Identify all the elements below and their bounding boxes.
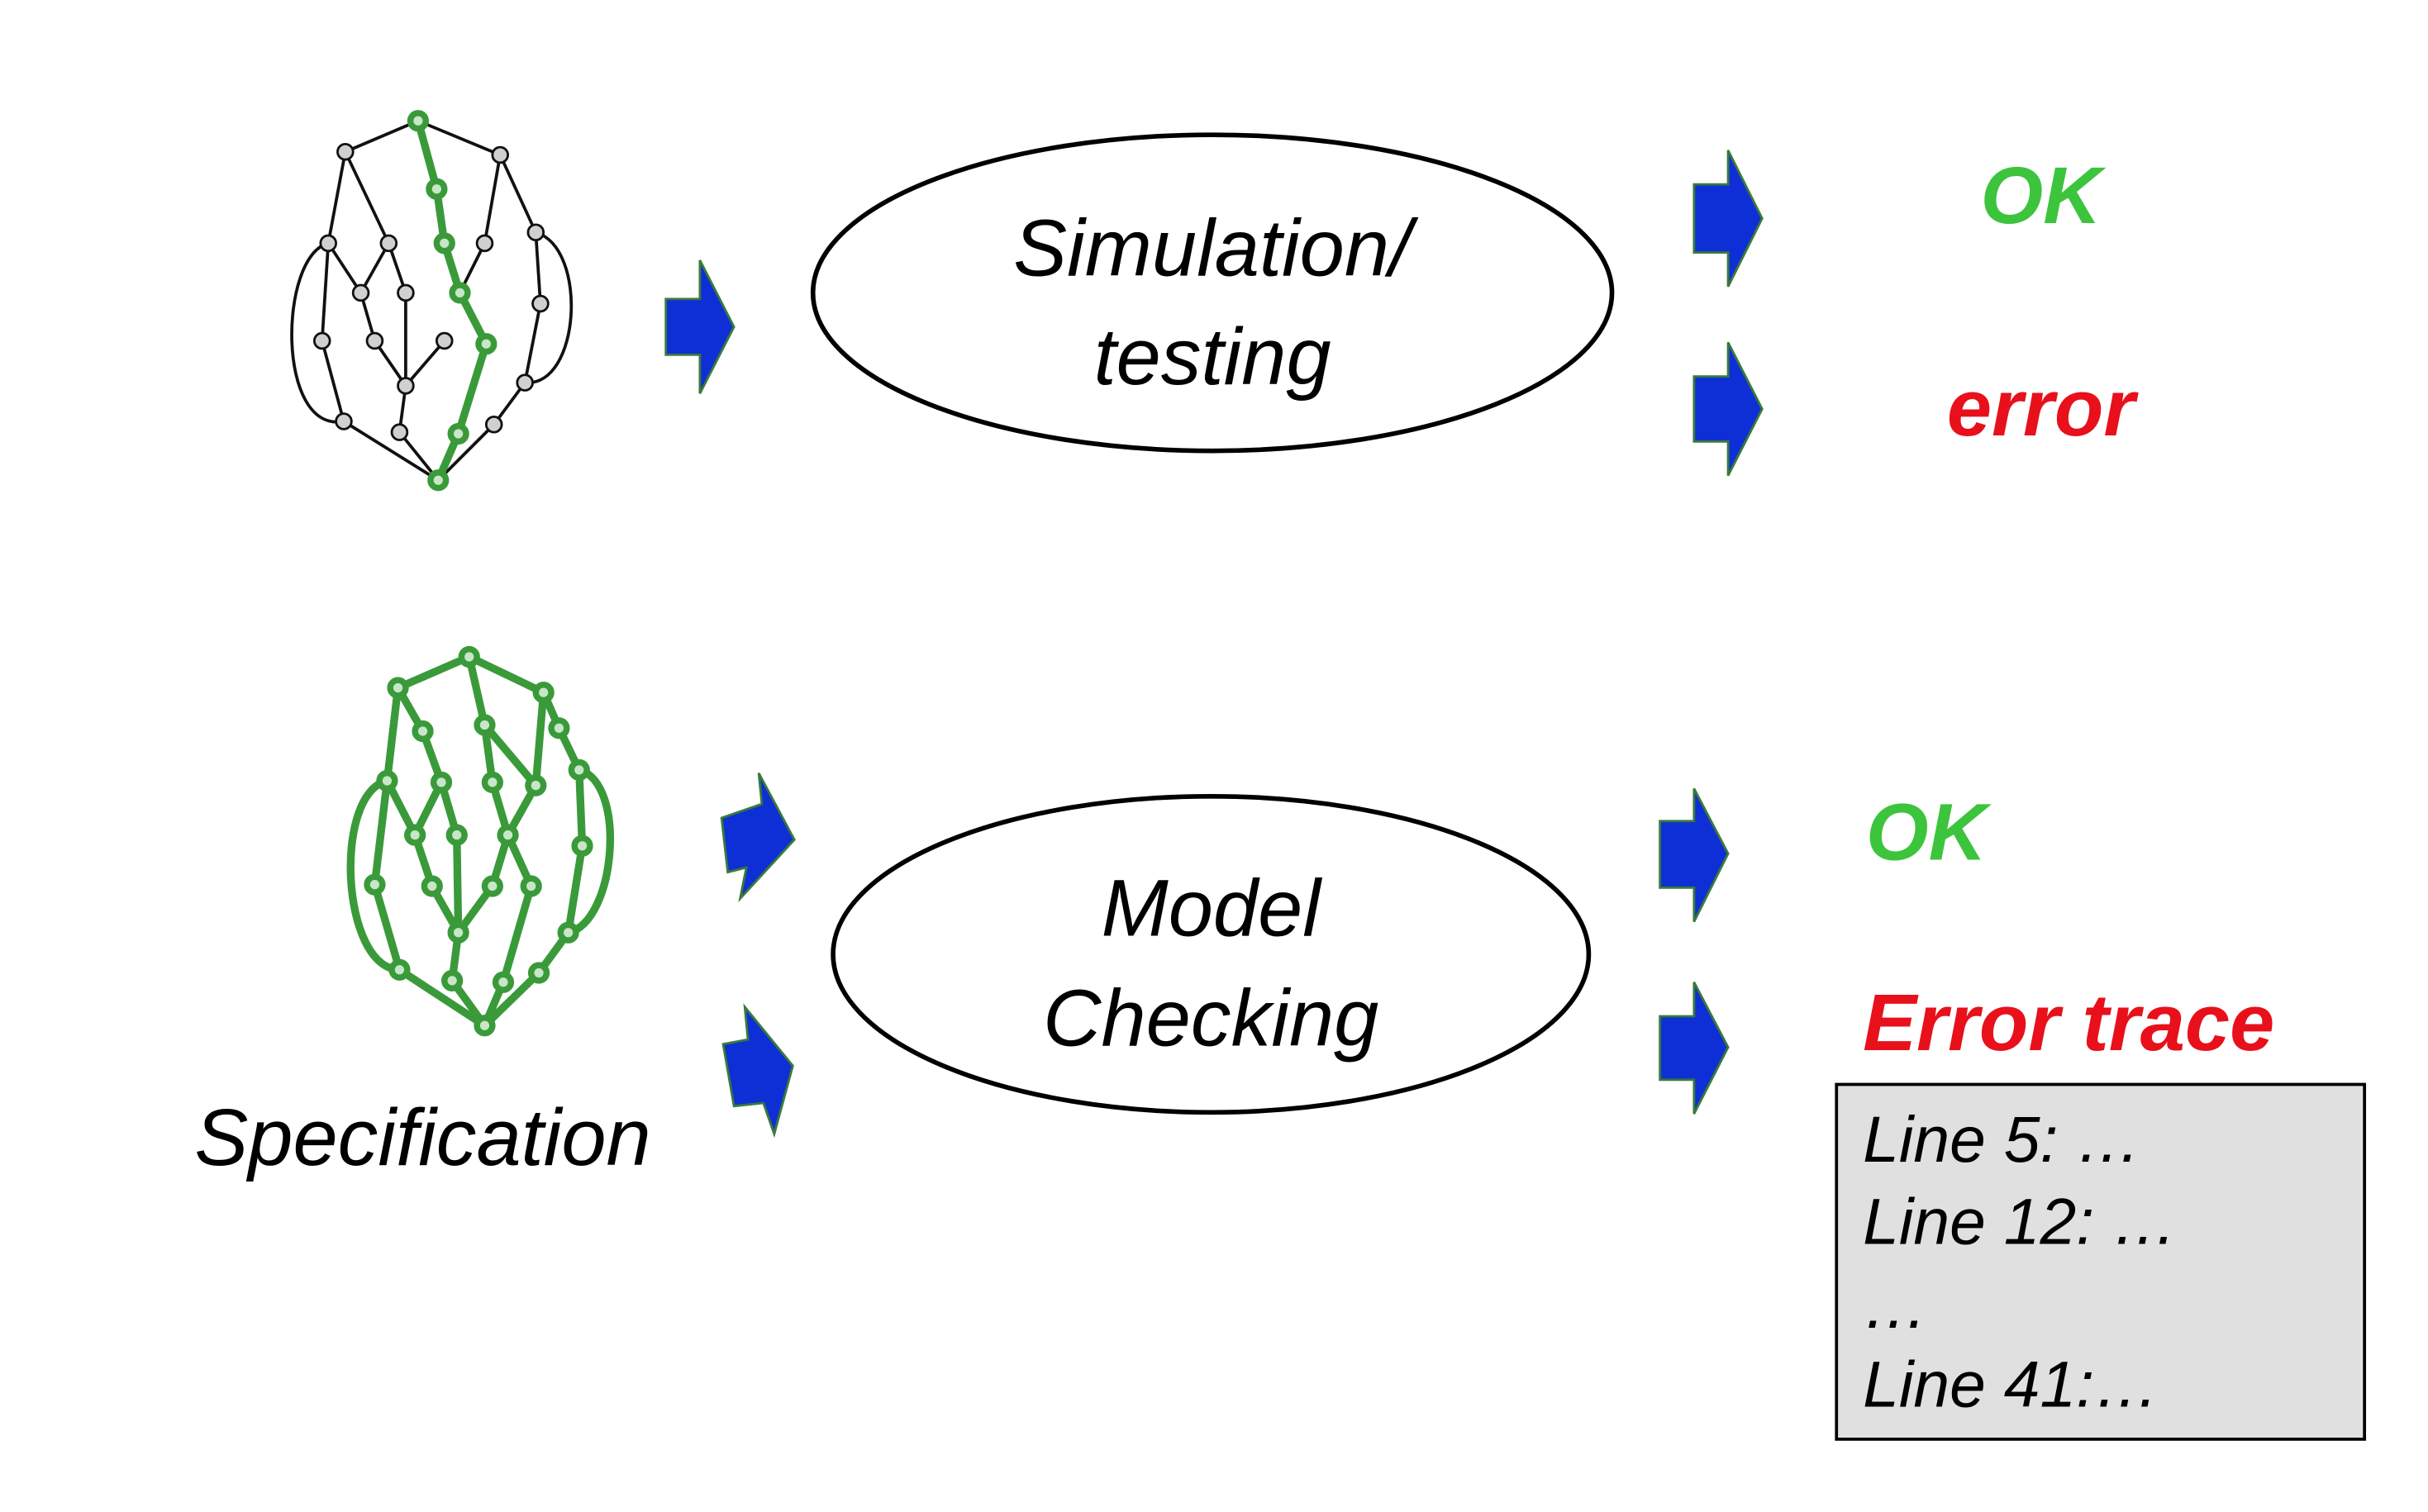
trace-line: …: [1863, 1269, 1928, 1342]
trace-line: Line 41:…: [1863, 1348, 2159, 1420]
trace-line: Line 5: …: [1863, 1103, 2141, 1176]
simulation-testing-label-line2: testing: [1094, 311, 1331, 402]
model-checking-label-line2: Checking: [1043, 973, 1378, 1063]
simulation-testing-label-line1: Simulation/: [1013, 203, 1419, 293]
arrow-to-ok-icon: [1692, 150, 1764, 288]
specification-state-graph: [346, 645, 614, 1037]
simulation-ok-label: OK: [1981, 150, 2107, 240]
arrow-to-error-icon: [1692, 341, 1764, 477]
arrow-spec-to-checker-icon: [720, 772, 796, 903]
model-checking-ellipse: [831, 793, 1592, 1115]
model-checking-ok-label: OK: [1866, 787, 1992, 877]
error-trace-title: Error trace: [1863, 977, 2274, 1067]
trace-line: Line 12: …: [1863, 1186, 2178, 1258]
simulation-error-label: error: [1947, 363, 2139, 453]
simulation-state-graph: [290, 110, 574, 492]
specification-label: Specification: [194, 1092, 650, 1182]
arrow-to-error-trace-icon: [1659, 982, 1730, 1115]
simulation-testing-ellipse: [810, 132, 1615, 454]
error-trace-box: Line 5: … Line 12: … … Line 41:…: [1835, 1082, 2367, 1441]
model-checking-label-line1: Model: [1102, 863, 1323, 953]
arrow-model-to-checker-icon: [721, 1003, 794, 1139]
arrow-to-model-ok-icon: [1659, 787, 1730, 923]
arrow-to-simulation-icon: [664, 259, 736, 394]
